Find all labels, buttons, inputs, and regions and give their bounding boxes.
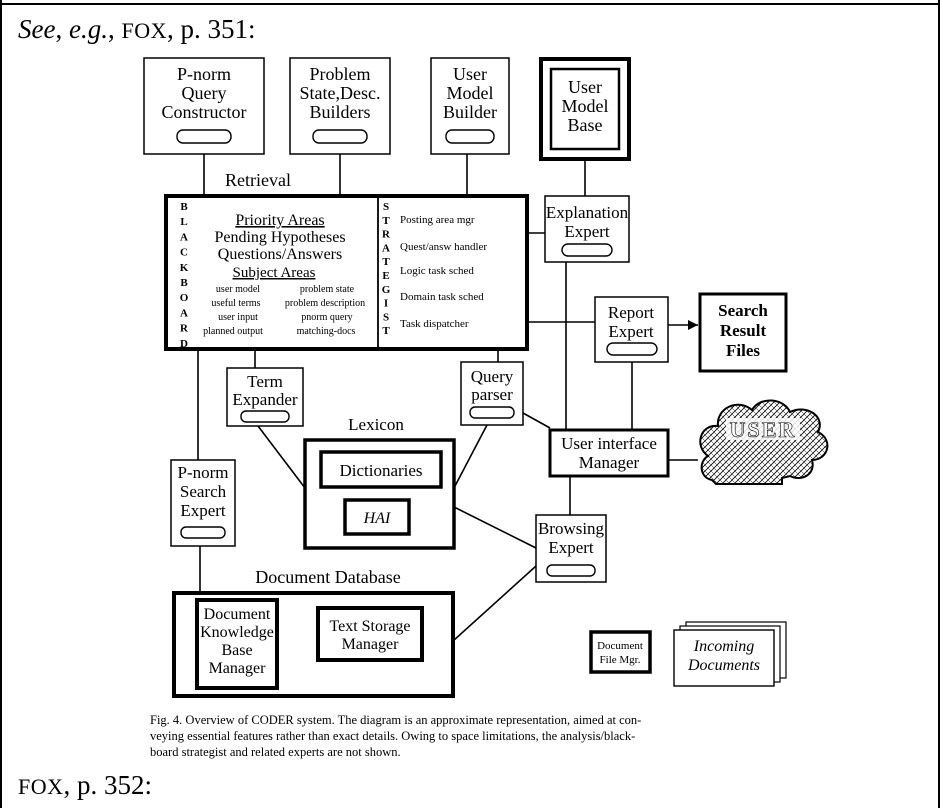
search-result-line1: Search [718,301,768,320]
caption-line1: Fig. 4. Overview of CODER system. The di… [150,713,641,727]
page-ref-2: , p. 352: [63,770,153,800]
dkb-line3: Base [221,642,252,659]
report-expert: Report Expert [594,296,669,363]
document-database: Document Knowledge Base Manager Text Sto… [172,591,455,698]
pse-line2: Search [180,482,227,501]
browsing-expert: Browsing Expert [535,514,607,583]
query-line2: parser [471,385,513,404]
pnorm-search-expert: P-norm Search Expert [170,459,236,547]
priority-areas: Priority Areas [235,212,324,229]
caption-line2: veying essential features rather than ex… [150,729,635,743]
subject-left-1: useful terms [211,298,260,309]
dfm-line2: File Mgr. [600,654,641,666]
author-fox-2: FOX [18,774,64,799]
incoming-line1: Incoming [693,638,754,655]
user-model-builder: User Model Builder [430,57,510,155]
user-cloud: USER [699,399,829,485]
umb-line3: Builder [443,102,497,122]
document-database-label: Document Database [255,567,400,587]
problem-state-line1: Problem [310,64,371,84]
user-interface-manager: User interface Manager [548,428,670,478]
subject-right-2: pnorm query [301,312,352,323]
ui-line2: Manager [579,453,640,472]
term-expander: Term Expander [226,367,304,427]
lexicon-label: Lexicon [348,415,404,434]
dfm-line1: Document [597,640,643,652]
strategist-item-2: Logic task sched [400,265,474,277]
explanation-line1: Explanation [546,203,629,222]
author-fox: FOX [121,18,167,43]
search-result-files: Search Result Files [698,292,788,373]
dkb-line1: Document [204,606,271,623]
strategist-item-1: Quest/answ handler [400,241,487,253]
ui-line1: User interface [561,434,657,453]
report-line2: Expert [608,322,654,341]
query-line1: Query [471,367,514,386]
explanation-line2: Expert [564,222,610,241]
subject-left-0: user model [216,284,260,295]
umb-line1: User [453,64,487,84]
pnorm-qc-line2: Query [182,83,227,103]
strategist-item-0: Posting area mgr [400,214,475,226]
questions-answers: Questions/Answers [218,246,342,263]
page-ref: , p. 351: [166,14,256,44]
report-arrow [688,320,698,330]
strategist-item-4: Task dispatcher [400,318,469,330]
user-model-base: User Model Base [539,57,631,161]
pnorm-qc-line3: Constructor [162,102,247,122]
page-header: See, e.g., FOX, p. 351: [18,14,256,44]
browsing-line1: Browsing [538,519,605,538]
term-line1: Term [247,372,283,391]
problem-state-line3: Builders [310,102,371,122]
subject-left-3: planned output [203,326,263,337]
browsing-line2: Expert [548,538,594,557]
incoming-documents: Incoming Documents [673,621,787,687]
subject-right-3: matching-docs [297,326,356,337]
see-text: See [18,14,56,44]
caption-line3: board strategist and related experts are… [150,745,401,759]
strategist-item-3: Domain task sched [400,291,484,303]
user-label: USER [730,417,797,442]
figure-caption: Fig. 4. Overview of CODER system. The di… [150,713,641,759]
page-footer: FOX, p. 352: [18,770,152,801]
search-result-line3: Files [726,341,760,360]
pnorm-query-constructor: P-norm Query Constructor [143,57,265,155]
problem-state-builders: Problem State,Desc. Builders [289,57,391,155]
incoming-line2: Documents [687,657,760,674]
problem-state-line2: State,Desc. [300,83,381,103]
report-line1: Report [608,303,655,322]
pse-line1: P-norm [178,463,229,482]
pnorm-qc-line1: P-norm [177,64,231,84]
umbase-line3: Base [568,115,603,135]
pse-line3: Expert [180,501,226,520]
document-file-mgr: Document File Mgr. [589,630,652,674]
tsm-line1: Text Storage [329,618,410,635]
lexicon: Dictionaries HAI [303,438,456,550]
explanation-expert: Explanation Expert [544,195,630,263]
pending-hypotheses: Pending Hypotheses [214,229,345,246]
tsm-line2: Manager [342,636,400,653]
umbase-line2: Model [562,96,609,116]
dkb-line2: Knowledge [200,624,274,641]
umb-line2: Model [447,83,494,103]
umbase-line1: User [568,77,602,97]
dkb-line4: Manager [209,660,267,677]
subject-right-0: problem state [300,284,355,295]
subject-left-2: user input [218,312,258,323]
subject-right-1: problem description [285,298,365,309]
eg-text: e.g. [68,14,108,44]
query-parser: Query parser [460,361,524,426]
search-result-line2: Result [720,321,767,340]
retrieval-label: Retrieval [225,170,291,190]
dictionaries: Dictionaries [339,461,422,480]
hai: HAI [363,510,391,527]
connector-lines [197,154,698,642]
term-line2: Expander [232,390,297,409]
subject-areas: Subject Areas [233,265,316,281]
